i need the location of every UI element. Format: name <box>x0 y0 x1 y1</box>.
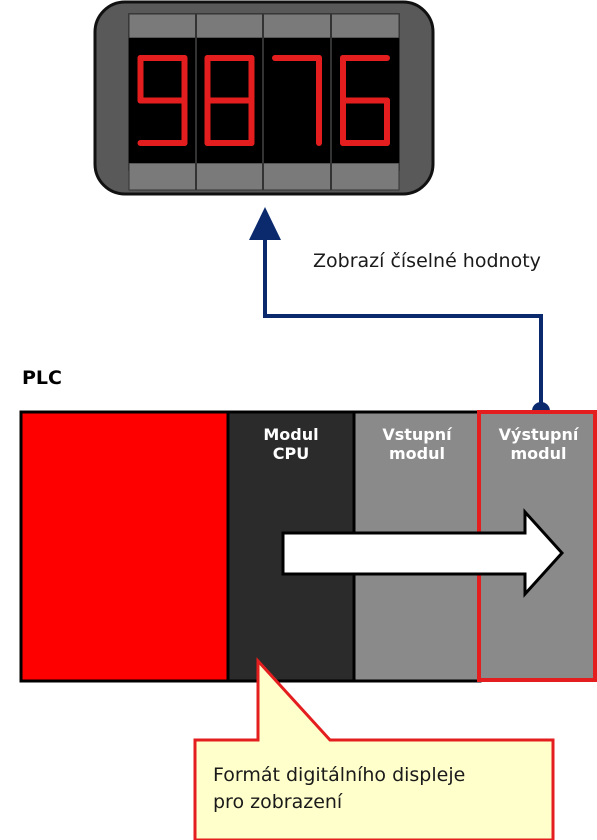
display-annotation: Zobrazí číselné hodnoty <box>313 250 541 272</box>
input-module-label: Vstupní modul <box>354 425 480 463</box>
callout-text: Formát digitálního displeje pro zobrazen… <box>213 762 465 816</box>
power-module <box>21 412 228 681</box>
cpu-module-label-line2: CPU <box>228 444 354 463</box>
connector <box>249 207 550 420</box>
output-module-label-line2: modul <box>480 444 597 463</box>
cpu-module-label-line1: Modul <box>228 425 354 444</box>
arrow-up-icon <box>249 207 281 240</box>
output-module-label: Výstupní modul <box>480 425 597 463</box>
input-module-label-line1: Vstupní <box>354 425 480 444</box>
callout-text-line2: pro zobrazení <box>213 789 465 816</box>
input-module-label-line2: modul <box>354 444 480 463</box>
callout-text-line1: Formát digitálního displeje <box>213 762 465 789</box>
cpu-module-label: Modul CPU <box>228 425 354 463</box>
plc-title: PLC <box>22 367 62 389</box>
output-module-label-line1: Výstupní <box>480 425 597 444</box>
digital-display <box>95 2 433 194</box>
